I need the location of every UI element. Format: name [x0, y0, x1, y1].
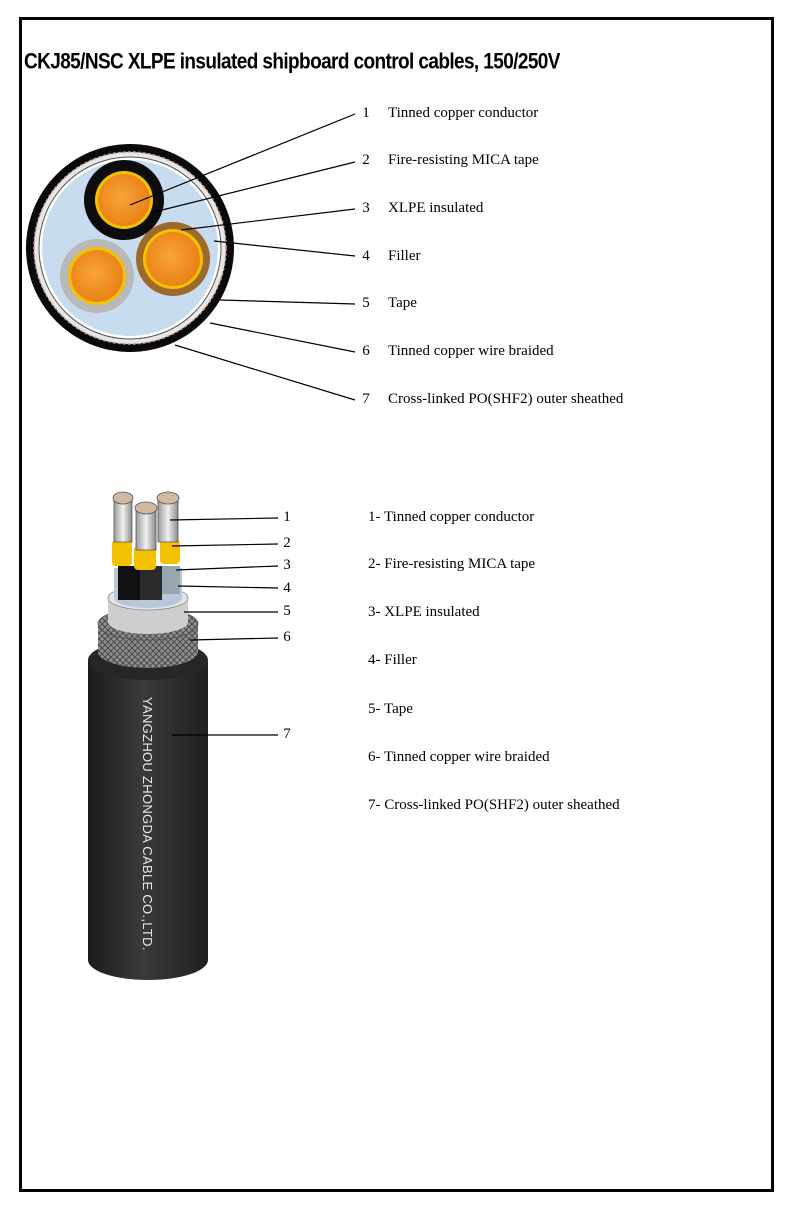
legend-item-7: 7- Cross-linked PO(SHF2) outer sheathed — [368, 797, 620, 814]
callout-number-1: 1 — [362, 105, 370, 121]
legend-item-label: XLPE insulated — [384, 604, 480, 620]
core-right — [136, 222, 210, 296]
mica-band-mid — [134, 546, 156, 570]
legend-item-label: Tape — [383, 701, 413, 717]
cutaway-drawing — [88, 491, 279, 980]
legend-item-1: 1- Tinned copper conductor — [368, 509, 534, 526]
callout-label-5: Tape — [388, 295, 417, 311]
legend-item-4: 4- Filler — [368, 652, 417, 669]
sheath-print: YANGZHOU ZHONGDA CABLE CO.,LTD. — [140, 697, 155, 951]
page-title: CKJ85/NSC XLPE insulated shipboard contr… — [24, 50, 560, 75]
legend-item-number: 6- — [368, 749, 381, 765]
cross-section-leaders — [129, 113, 356, 401]
legend-item-number: 1- — [368, 509, 381, 525]
cutaway-number-7: 7 — [283, 726, 291, 742]
callout-label-2: Fire-resisting MICA tape — [388, 152, 539, 168]
outer-sheath — [88, 660, 208, 980]
callout-number-5: 5 — [362, 295, 370, 311]
mica-band-left — [112, 540, 132, 566]
legend-item-label: Tinned copper conductor — [383, 509, 535, 525]
legend-item-number: 4- — [368, 652, 381, 668]
callout-label-7: Cross-linked PO(SHF2) outer sheathed — [388, 391, 624, 407]
legend-item-6: 6- Tinned copper wire braided — [368, 749, 550, 766]
legend-item-number: 5- — [368, 701, 381, 717]
core-left — [60, 239, 134, 313]
core-top — [84, 160, 164, 240]
callout-label-6: Tinned copper wire braided — [388, 343, 554, 359]
cutaway-leaders — [169, 517, 279, 736]
cutaway-number-1: 1 — [283, 509, 291, 525]
legend-item-number: 3- — [368, 604, 381, 620]
conductor-mid — [135, 509, 157, 551]
callout-label-3: XLPE insulated — [388, 200, 484, 216]
page-frame — [19, 17, 774, 1192]
callout-number-7: 7 — [362, 391, 370, 407]
conductor-right — [157, 499, 179, 543]
legend-item-5: 5- Tape — [368, 701, 413, 718]
cutaway-number-4: 4 — [283, 580, 291, 596]
cross-section-drawing — [26, 113, 356, 401]
legend-item-label: Fire-resisting MICA tape — [384, 556, 536, 572]
cutaway-number-6: 6 — [283, 629, 291, 645]
callout-number-4: 4 — [362, 248, 370, 264]
legend-item-label: Cross-linked PO(SHF2) outer sheathed — [384, 797, 620, 813]
callout-number-6: 6 — [362, 343, 370, 359]
legend-item-number: 2- — [368, 556, 381, 572]
cutaway-number-2: 2 — [283, 535, 291, 551]
cutaway-number-3: 3 — [283, 557, 291, 573]
conductor-left — [113, 499, 133, 543]
legend-item-number: 7- — [368, 797, 381, 813]
callout-number-2: 2 — [362, 152, 370, 168]
callout-label-1: Tinned copper conductor — [388, 105, 539, 121]
legend-item-label: Tinned copper wire braided — [383, 749, 550, 765]
callout-label-4: Filler — [388, 248, 421, 264]
legend-item-label: Filler — [384, 652, 417, 668]
legend-item-3: 3- XLPE insulated — [368, 604, 480, 621]
callout-number-3: 3 — [362, 200, 370, 216]
legend-item-2: 2- Fire-resisting MICA tape — [368, 556, 535, 573]
mica-band-right — [160, 540, 180, 564]
cutaway-number-5: 5 — [283, 603, 291, 619]
